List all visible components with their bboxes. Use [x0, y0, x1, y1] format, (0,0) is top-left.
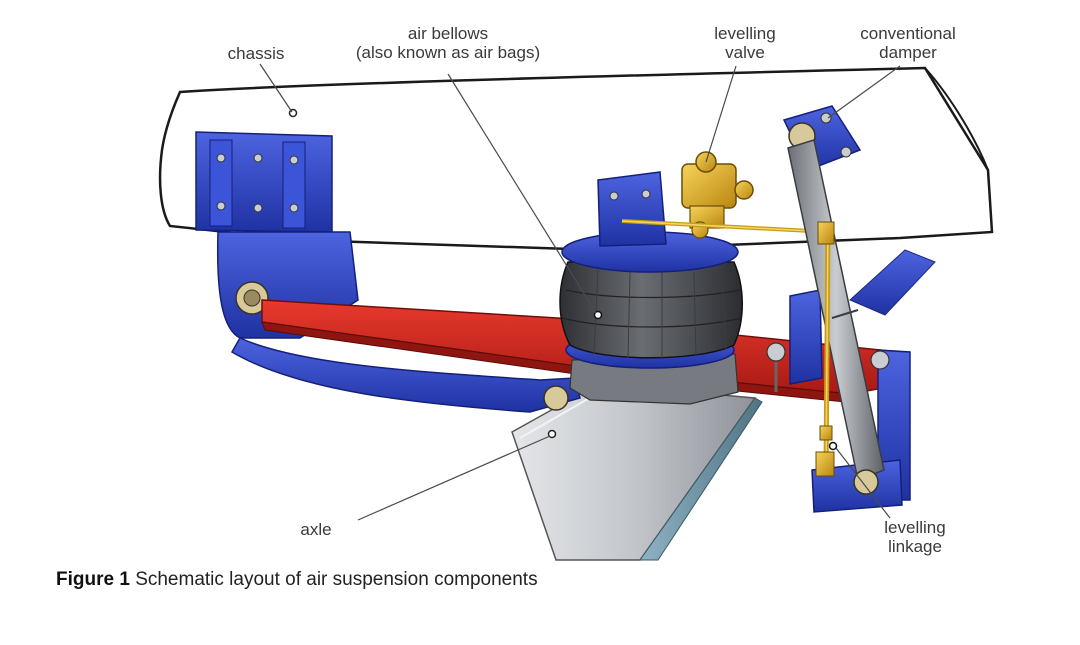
levelling-linkage	[815, 221, 838, 477]
figure-caption-label: Figure 1	[56, 569, 130, 590]
linkage-pointer-dot	[828, 441, 838, 451]
leader-lines	[259, 63, 901, 521]
label-damper-line1: conventional	[860, 24, 956, 43]
label-air-bellows: air bellows (also known as air bags)	[328, 24, 568, 62]
chassis-rail	[158, 66, 994, 252]
figure-caption: Figure 1 Schematic layout of air suspens…	[56, 568, 576, 592]
label-chassis-text: chassis	[227, 44, 285, 63]
label-axle-text: axle	[300, 520, 332, 539]
label-levelling-linkage: levelling linkage	[860, 518, 970, 556]
air-bellows	[559, 261, 743, 359]
label-linkage-line2: linkage	[888, 537, 942, 556]
label-levelling-valve-line2: valve	[725, 43, 765, 62]
conventional-damper	[787, 139, 885, 495]
lower-arm-bolt	[543, 385, 569, 411]
axle-pointer-dot	[547, 429, 557, 439]
label-conventional-damper: conventional damper	[838, 24, 978, 62]
bellows-pointer-dot	[593, 310, 603, 320]
label-levelling-valve: levelling valve	[690, 24, 800, 62]
lower-arm	[230, 337, 581, 413]
figure-caption-text: Schematic layout of air suspension compo…	[135, 569, 538, 590]
label-air-bellows-line1: air bellows	[407, 24, 489, 43]
cross-tube	[849, 249, 936, 316]
label-axle: axle	[276, 520, 356, 539]
label-linkage-line1: levelling	[884, 518, 946, 537]
axle	[511, 383, 763, 561]
bellows-top-mount	[561, 171, 739, 273]
label-damper-line2: damper	[879, 43, 937, 62]
label-air-bellows-line2: (also known as air bags)	[355, 43, 541, 62]
label-levelling-valve-line1: levelling	[714, 24, 776, 43]
label-chassis: chassis	[196, 44, 316, 63]
